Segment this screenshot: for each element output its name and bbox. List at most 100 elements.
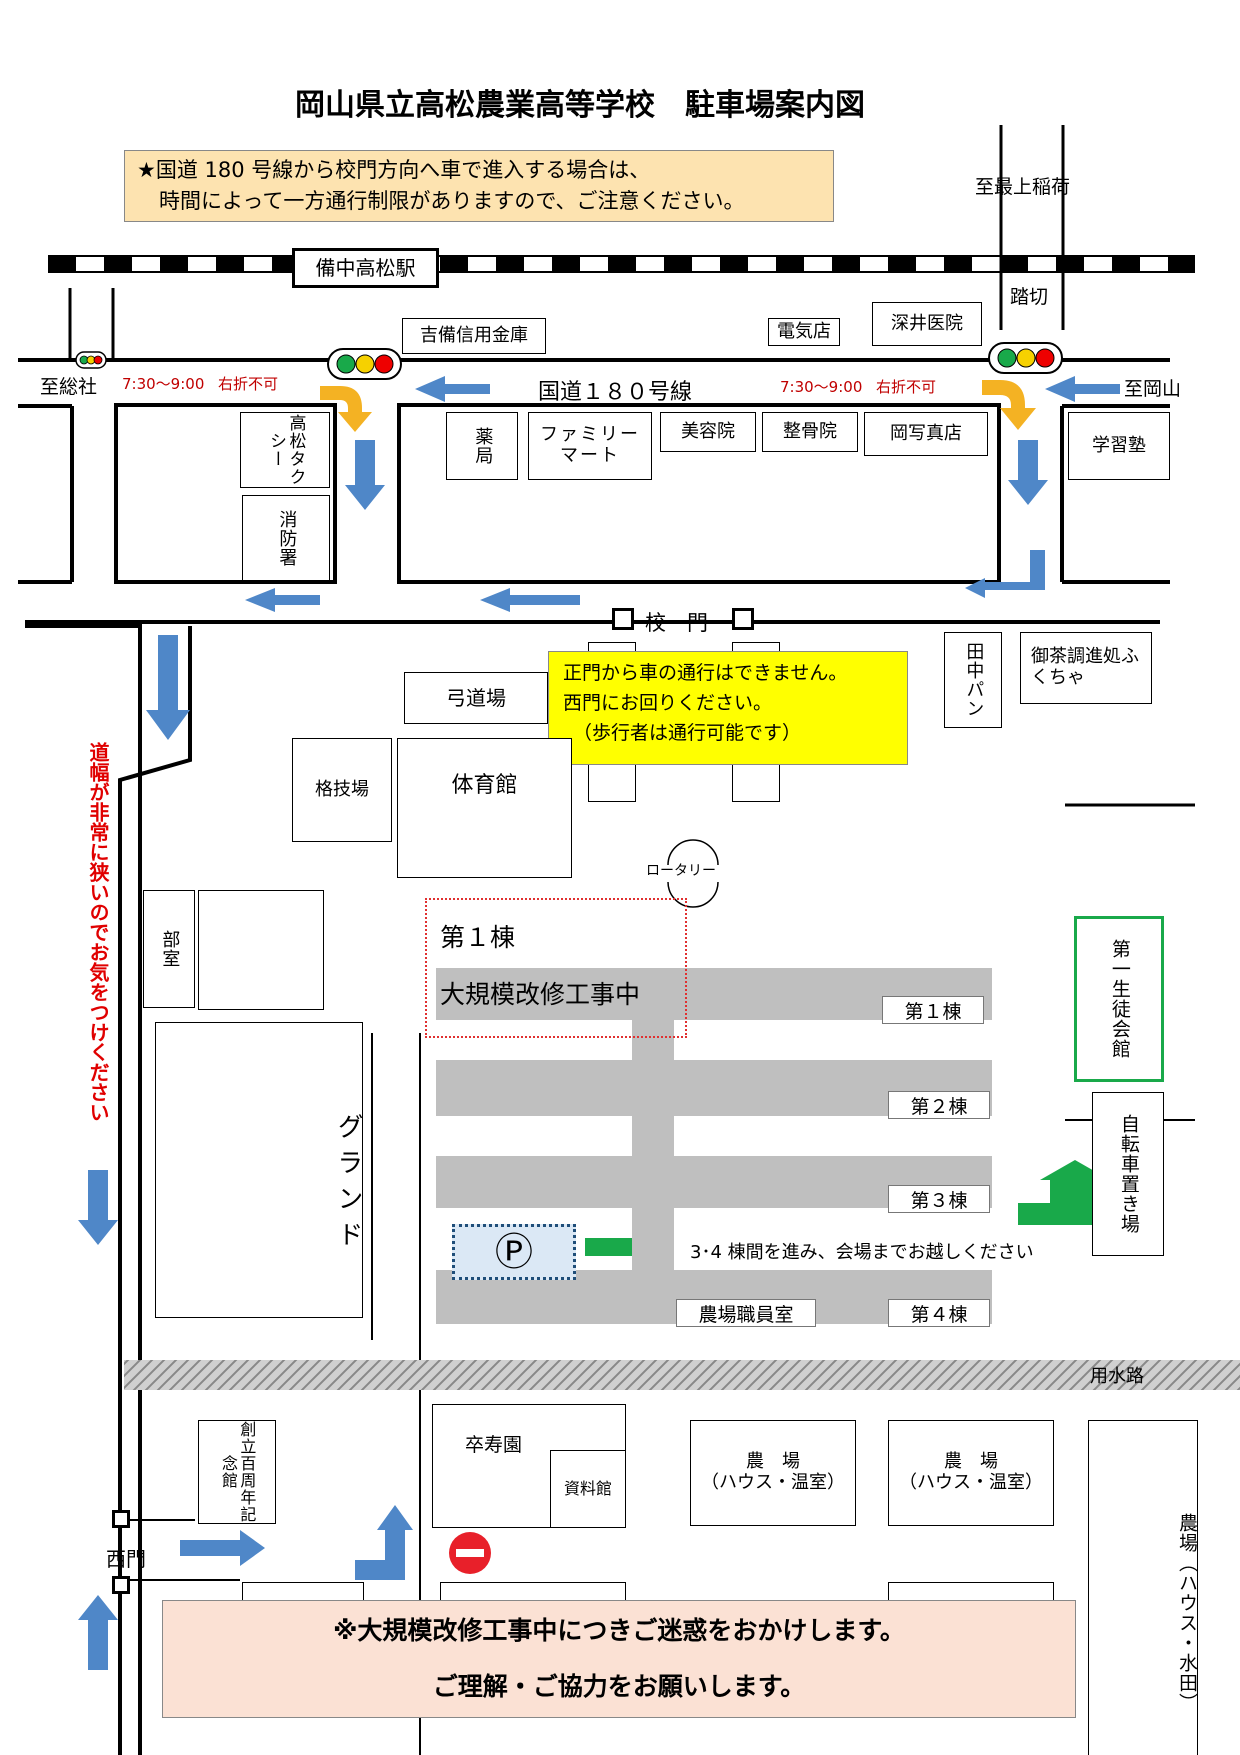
farm-house-2-sub: （ハウス・温室） (899, 1472, 1043, 1493)
route-label: 国道１８０号線 (538, 380, 693, 405)
traffic-light-center (327, 348, 402, 380)
arrow-down-icon (345, 440, 385, 510)
farm-paddy: 農場（ハウス・水田） (1088, 1420, 1198, 1755)
arrow-down-icon (1008, 440, 1048, 505)
ground: グランド (155, 1022, 363, 1318)
parking-icon: Ⓟ (494, 1230, 533, 1274)
waterway-label: 用水路 (1090, 1366, 1144, 1387)
building-1-box-title: 第１棟 (440, 923, 516, 952)
lower-building-right (888, 1582, 1054, 1602)
kyudo-hall: 弓道場 (404, 672, 548, 724)
traffic-light-right (988, 342, 1063, 374)
no-entry-icon (449, 1532, 491, 1574)
lower-building-center (440, 1582, 626, 1602)
page-title: 岡山県立高松農業高等学校 駐車場案内図 (295, 88, 865, 123)
arrow-down-icon (146, 635, 190, 740)
arrow-turn-up-icon (1018, 1160, 1110, 1225)
familymart: ファミリーマート (528, 412, 652, 480)
traffic-arrows (78, 376, 1120, 1670)
building-1-label: 第１棟 (882, 996, 984, 1024)
national-route-180 (18, 358, 1170, 584)
yellow-turn-arrows (320, 380, 1036, 432)
route-instruction: 3･4 棟間を進み、会場までお越しください (690, 1242, 1034, 1263)
student-hall: 第一生徒会館 (1074, 916, 1164, 1082)
farm-house-1: 農 場 （ハウス・温室） (690, 1420, 856, 1526)
traffic-light-left (75, 351, 107, 369)
arrow-turn-up-icon (355, 1505, 413, 1580)
beauty-salon: 美容院 (660, 412, 756, 452)
crossing-label: 踏切 (1010, 286, 1049, 308)
rotary-label: ロータリー (646, 863, 716, 879)
west-gate-post-bottom (112, 1576, 130, 1594)
building-1-construction-box (425, 898, 687, 1038)
farm-staff-room: 農場職員室 (676, 1299, 816, 1327)
building-3-label: 第３棟 (888, 1185, 990, 1213)
school-gate-label: 校 門 (645, 611, 708, 635)
west-gate-label: 西門 (106, 1547, 146, 1571)
fukai-clinic: 深井医院 (872, 302, 982, 346)
no-right-turn-right: 右折不可 (876, 378, 937, 396)
arrow-left-icon (1045, 376, 1120, 402)
gate-notice-line1: 正門から車の通行はできません。 (563, 662, 848, 684)
corridor (632, 1020, 674, 1270)
fukucha: 御茶調進処ふくちゃ (1020, 632, 1152, 704)
rotary (667, 839, 719, 866)
gate-notice-line3: （歩行者は通行可能です） (573, 722, 802, 744)
arrow-turn-icon (982, 380, 1036, 430)
arrow-down-icon (78, 1170, 118, 1245)
juku: 学習塾 (1068, 412, 1170, 480)
notice-top-line2: 時間によって一方通行制限がありますので、ご注意ください。 (159, 189, 745, 213)
parking-area: Ⓟ (452, 1224, 576, 1280)
no-right-turn-left: 右折不可 (218, 375, 279, 393)
to-saijo-label: 至最上稲荷 (975, 176, 1071, 198)
gate-post-left (612, 608, 634, 630)
kakugi-hall: 格技場 (292, 738, 392, 842)
time-left: 7:30～9:00 (122, 375, 205, 393)
club-room: 部室 (143, 890, 195, 1008)
farm-house-1-title: 農 場 (746, 1451, 800, 1473)
arrow-right-icon (180, 1530, 265, 1566)
time-right: 7:30～9:00 (780, 378, 863, 396)
farm-house-2-title: 農 場 (944, 1451, 998, 1473)
centennial-hall: 創立百周年記念館 (198, 1420, 276, 1524)
farm-house-2: 農 場 （ハウス・温室） (888, 1420, 1054, 1526)
to-okayama-label: 至岡山 (1124, 378, 1182, 400)
notice-top: ★国道 180 号線から校門方向へ車で進入する場合は、 時間によって一方通行制限… (124, 150, 834, 222)
arrow-curve-icon (965, 550, 1045, 598)
club-annex (198, 890, 324, 1010)
arrow-up-icon (78, 1595, 118, 1670)
arrow-turn-icon (320, 386, 372, 432)
archive: 資料館 (550, 1450, 626, 1528)
to-soja-label: 至総社 (40, 376, 98, 398)
notice-bottom: ※大規模改修工事中につきご迷惑をおかけします。 ご理解・ご協力をお願いします。 (162, 1600, 1076, 1718)
takamatsu-taxi: 高松タクシー (240, 412, 330, 488)
gate-post-right (732, 608, 754, 630)
waterway (124, 1360, 1240, 1390)
west-gate-post-top (112, 1510, 130, 1528)
tanaka-pan: 田中パン (944, 632, 1002, 728)
farm-house-1-sub: （ハウス・温室） (701, 1472, 845, 1493)
gate-notice-line2: 西門にお回りください。 (563, 692, 773, 714)
arrow-left-icon (415, 376, 490, 402)
pharmacy: 薬局 (446, 412, 518, 480)
narrow-road-warning: 道幅が非常に狭いのでお気をつけください (86, 742, 110, 1122)
bicycle-parking: 自転車置き場 (1092, 1092, 1164, 1256)
photo-studio: 岡写真店 (864, 412, 988, 456)
lower-building-left (242, 1582, 364, 1602)
building-4-label: 第４棟 (888, 1299, 990, 1327)
notice-top-line1: ★国道 180 号線から校門方向へ車で進入する場合は、 (137, 158, 651, 182)
kibi-shinkin: 吉備信用金庫 (402, 318, 546, 354)
denki-store: 電気店 (768, 318, 840, 346)
railway (48, 255, 1195, 273)
gate-notice: 正門から車の通行はできません。 西門にお回りください。 （歩行者は通行可能です） (548, 651, 908, 765)
notice-bottom-line2: ご理解・ご協力をお願いします。 (432, 1672, 806, 1701)
building-1-box-sub: 大規模改修工事中 (440, 980, 641, 1009)
arrow-left-icon (480, 588, 580, 612)
seikotsu-clinic: 整骨院 (762, 412, 858, 452)
arrow-left-icon (245, 588, 320, 612)
building-2-label: 第２棟 (888, 1091, 990, 1119)
notice-bottom-line1: ※大規模改修工事中につきご迷惑をおかけします。 (333, 1616, 905, 1645)
fire-station: 消防署 (242, 495, 330, 581)
gymnasium: 体育館 (397, 738, 572, 878)
